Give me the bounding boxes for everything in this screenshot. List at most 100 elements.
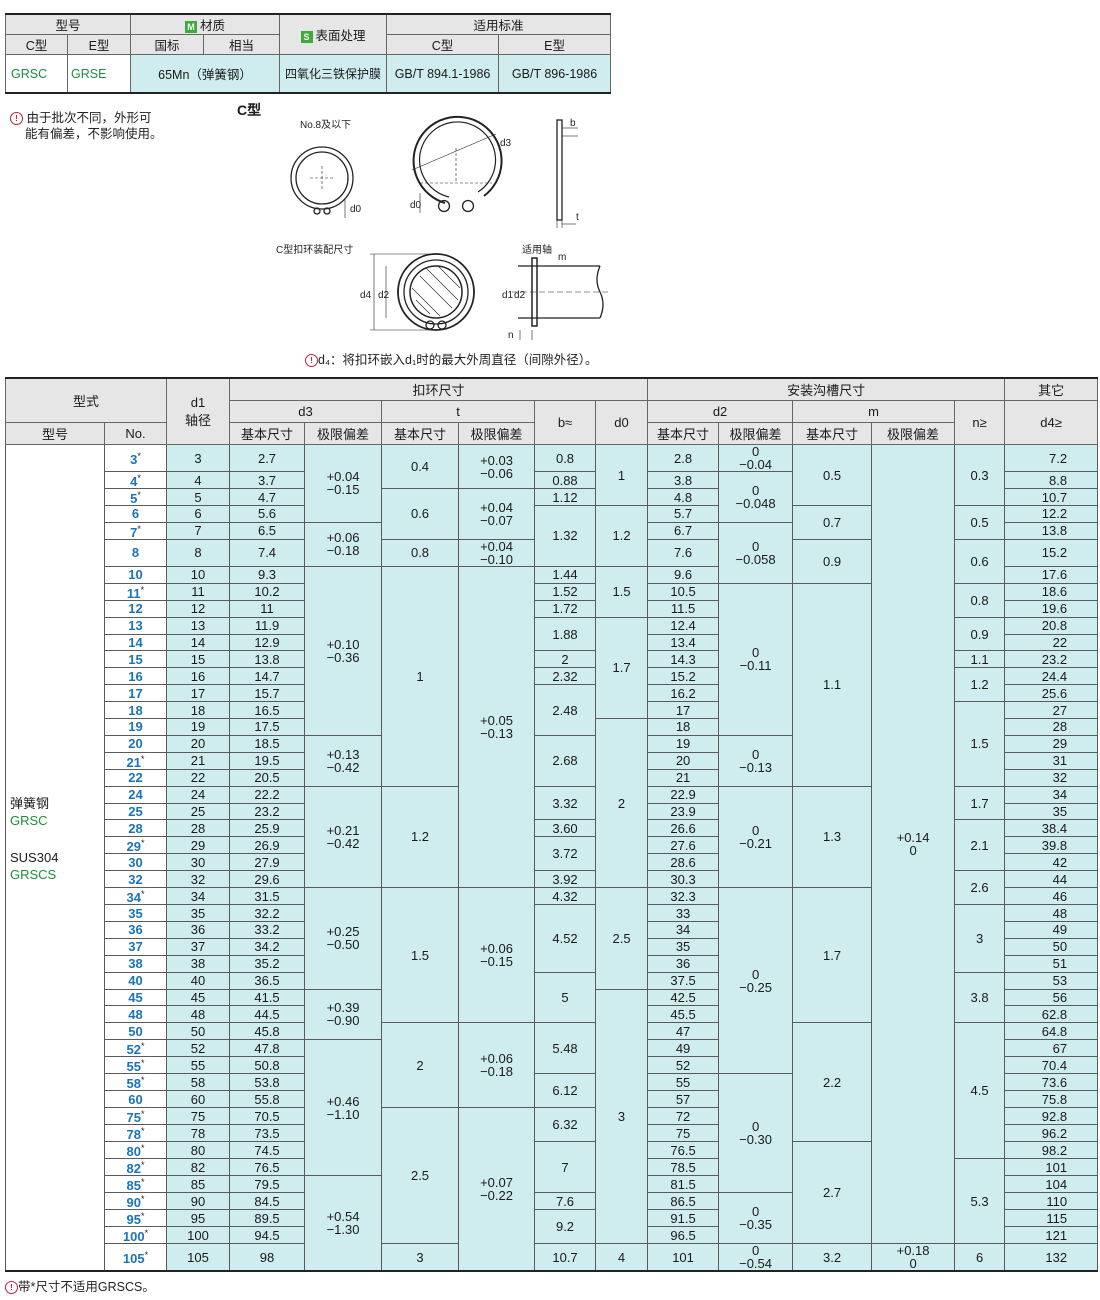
t-basic-cell: 2 <box>381 1022 460 1109</box>
t-basic-cell: 0.8 <box>381 538 460 567</box>
star-mark: * <box>140 1194 145 1205</box>
d0-label-small: d0 <box>350 204 362 215</box>
d1-cell: 5 <box>166 488 231 506</box>
no-cell: 14 <box>103 633 168 652</box>
d3-basic-cell: 26.9 <box>229 836 306 855</box>
no-cell: 16 <box>103 667 168 686</box>
d2-basic-cell: 34 <box>647 921 720 939</box>
n-cell: 0.6 <box>954 538 1006 584</box>
no-cell: 3* <box>103 444 168 472</box>
no-value: 29 <box>126 839 141 855</box>
no-cell: 58* <box>103 1073 168 1092</box>
header-d4: d4≥ <box>1004 400 1099 445</box>
d1-cell: 37 <box>166 937 231 956</box>
b-cell: 2.32 <box>534 667 597 686</box>
d4-cell: 53 <box>1004 971 1099 990</box>
no-value: 18 <box>128 702 143 718</box>
no-value: 45 <box>128 990 143 1006</box>
d4-cell: 13.8 <box>1004 521 1099 540</box>
d1-cell: 12 <box>166 599 231 618</box>
d2-basic-cell: 20 <box>647 751 720 770</box>
no-cell: 30 <box>103 853 168 872</box>
warning-icon: ! <box>5 1281 18 1294</box>
n-cell: 3.8 <box>954 971 1006 1024</box>
t-basic-cell: 0.6 <box>381 488 460 540</box>
d3-basic-cell: 73.5 <box>229 1124 306 1143</box>
variation-note: ! 由于批次不同，外形可 能有偏差，不影响使用。 <box>10 110 163 142</box>
no-value: 22 <box>128 770 143 786</box>
d2-basic-cell: 42.5 <box>647 988 720 1007</box>
d3-basic-cell: 13.8 <box>229 650 306 669</box>
b-cell: 7 <box>534 1141 597 1194</box>
no-value: 4 <box>130 474 138 489</box>
no-cell: 55* <box>103 1056 168 1075</box>
d1-cell: 18 <box>166 701 231 720</box>
no-value: 90 <box>126 1195 141 1211</box>
no-cell: 85* <box>103 1175 168 1194</box>
d4-cell: 121 <box>1004 1226 1099 1245</box>
d2-basic-cell: 33 <box>647 904 720 923</box>
d3-basic-cell: 32.2 <box>229 904 306 923</box>
assembly-front-drawing <box>370 253 475 331</box>
d4-cell: 17.6 <box>1004 565 1099 584</box>
d2-basic-cell: 2.8 <box>647 444 720 472</box>
d2-basic-cell: 18 <box>647 718 720 736</box>
header-groove-size: 安装沟槽尺寸 <box>647 377 1006 401</box>
header-d2-basic: 基本尺寸 <box>647 422 720 445</box>
d4-cell: 67 <box>1004 1039 1099 1058</box>
m-tol-cell: +0.18 0 <box>871 1243 956 1272</box>
n-cell: 1.7 <box>954 785 1006 821</box>
n-cell: 0.9 <box>954 616 1006 652</box>
d3-basic-cell: 23.2 <box>229 802 306 821</box>
header-gb: 国标 <box>130 34 205 55</box>
d4-cell: 10.7 <box>1004 488 1099 506</box>
d4-cell: 50 <box>1004 937 1099 956</box>
d3-basic-cell: 22.2 <box>229 785 306 804</box>
d1-cell: 16 <box>166 667 231 686</box>
no-cell: 105* <box>103 1243 168 1272</box>
d1-cell: 36 <box>166 921 231 939</box>
d2-basic-cell: 30.3 <box>647 870 720 889</box>
b-cell: 3.72 <box>534 836 597 872</box>
d4-cell: 56 <box>1004 988 1099 1007</box>
header-b: b≈ <box>534 400 597 445</box>
d3-basic-cell: 19.5 <box>229 751 306 770</box>
star-mark: * <box>137 523 141 534</box>
no-value: 48 <box>128 1006 143 1022</box>
t-basic-cell: 3 <box>381 1243 460 1272</box>
value-ctype: GRSC <box>5 54 68 94</box>
d4-cell: 8.8 <box>1004 471 1099 489</box>
b-cell: 5 <box>534 971 597 1024</box>
d0-cell: 3 <box>595 988 649 1245</box>
d2-tol-cell: 0 −0.21 <box>718 785 794 889</box>
no-value: 38 <box>128 956 143 972</box>
d4-cell: 49 <box>1004 921 1099 939</box>
d1-cell: 29 <box>166 836 231 855</box>
no-value: 35 <box>128 905 143 921</box>
d2-basic-cell: 101 <box>647 1243 720 1272</box>
d3-basic-cell: 36.5 <box>229 971 306 990</box>
d0-cell: 4 <box>595 1243 649 1272</box>
d3-basic-cell: 76.5 <box>229 1158 306 1177</box>
d2-basic-cell: 15.2 <box>647 667 720 686</box>
no-cell: 28 <box>103 819 168 838</box>
header-standard: 适用标准 <box>386 13 612 35</box>
d4-cell: 32 <box>1004 768 1099 787</box>
d3-basic-cell: 3.7 <box>229 471 306 489</box>
d1-cell: 30 <box>166 853 231 872</box>
d4-cell: 18.6 <box>1004 582 1099 601</box>
footnote: !带*尺寸不适用GRSCS。 <box>5 1276 155 1295</box>
no-cell: 32 <box>103 870 168 889</box>
star-mark: * <box>140 1109 145 1120</box>
b-cell: 3.32 <box>534 785 597 821</box>
d4-cell: 75.8 <box>1004 1090 1099 1109</box>
no-value: 17 <box>128 685 143 701</box>
star-mark: * <box>140 1126 145 1137</box>
d1-cell: 19 <box>166 718 231 736</box>
